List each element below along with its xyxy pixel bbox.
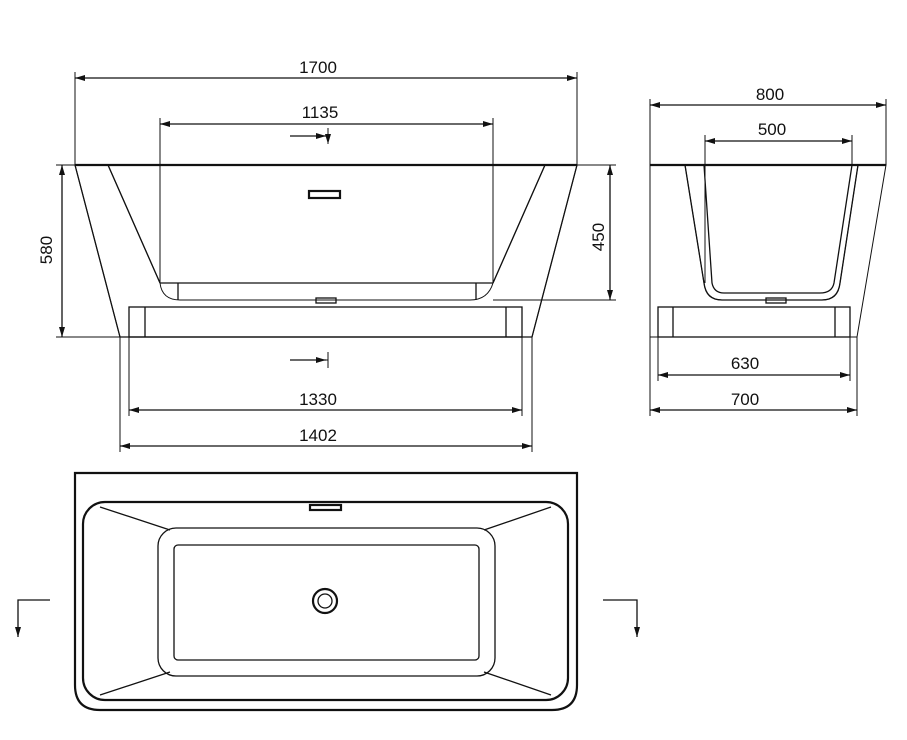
top-drain-icon (311, 587, 339, 615)
dim-overall-height: 580 (37, 236, 56, 264)
side-inner-basin (684, 164, 859, 301)
dim-inner-length: 1135 (302, 103, 339, 122)
dim-inner-width: 500 (758, 120, 786, 139)
dim-inner-depth: 450 (589, 223, 608, 251)
top-outer (73, 471, 579, 712)
dim-overall-length: 1700 (299, 58, 337, 77)
top-drain-inner (317, 593, 333, 609)
drain-icon (315, 297, 337, 304)
front-view (74, 163, 578, 338)
dim-overall-width: 800 (756, 85, 784, 104)
top-floor-inner (173, 544, 480, 661)
dim-base-inner-width: 630 (731, 354, 759, 373)
section-marker-left (15, 599, 50, 637)
top-overflow-icon (308, 503, 343, 512)
side-drain-icon (765, 297, 787, 304)
overflow-icon (307, 189, 342, 200)
dimension-lines (59, 75, 886, 449)
front-base (128, 306, 523, 338)
front-inner-walls (107, 164, 546, 284)
top-view (15, 471, 640, 712)
dim-base-inner-length: 1330 (299, 390, 337, 409)
top-corner-lines (99, 506, 552, 696)
dim-base-outer-width: 700 (731, 390, 759, 409)
top-floor-outer (157, 527, 496, 677)
side-view (649, 163, 887, 338)
section-marker-right (603, 599, 640, 637)
side-inner-edge (703, 164, 853, 294)
front-floor-edges (177, 283, 477, 300)
side-base (657, 306, 851, 338)
dim-base-outer-length: 1402 (299, 426, 337, 445)
top-rim-inner (81, 500, 570, 702)
